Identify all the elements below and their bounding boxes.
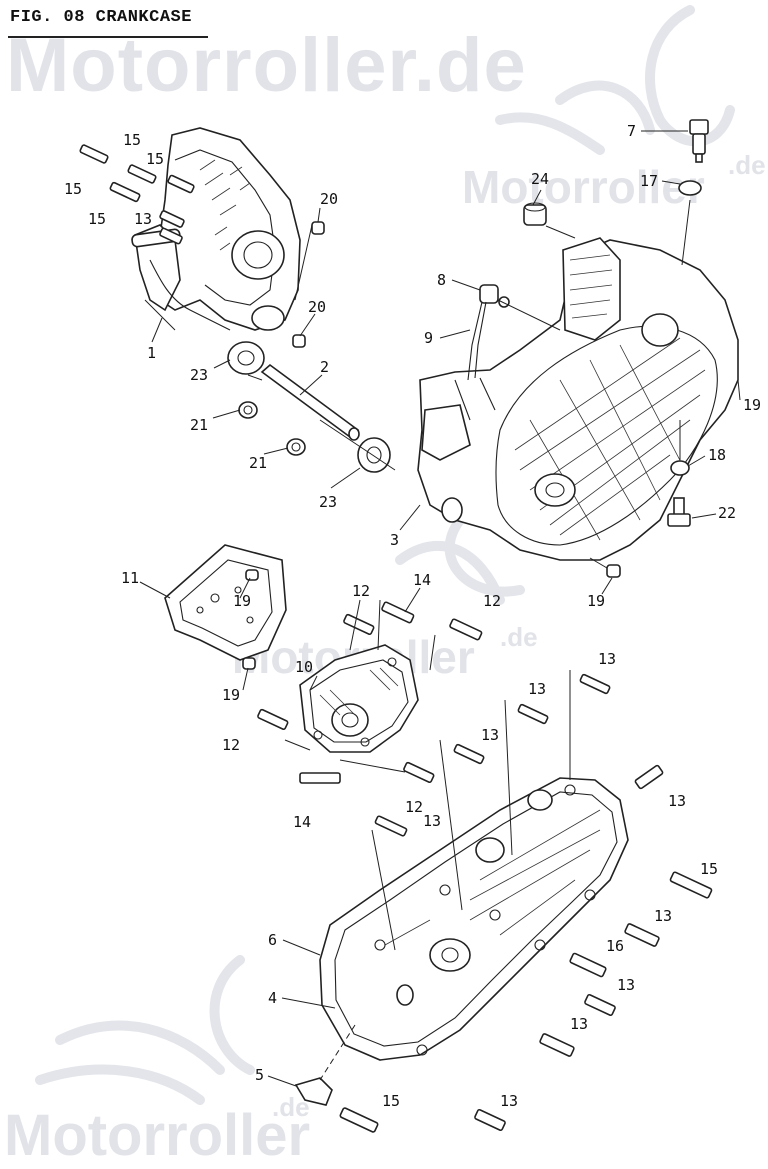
left-crankcase-half bbox=[131, 127, 301, 331]
callout-label-23-1: 23 bbox=[190, 366, 208, 384]
callout-label-13-5: 13 bbox=[423, 812, 441, 830]
bearing-23-upper bbox=[227, 341, 265, 375]
callout-label-16-1: 16 bbox=[606, 937, 624, 955]
o-ring-17 bbox=[678, 180, 702, 196]
callout-label-7-1: 7 bbox=[627, 122, 636, 140]
sleeve-24 bbox=[523, 202, 547, 226]
callout-label-17-1: 17 bbox=[640, 172, 658, 190]
callout-label-14-2: 14 bbox=[293, 813, 311, 831]
callout-label-20-1: 20 bbox=[320, 190, 338, 208]
gasket-11 bbox=[164, 544, 287, 670]
clip-5 bbox=[294, 1077, 333, 1106]
washer-21-upper bbox=[238, 401, 258, 419]
bolt-group-upper-left bbox=[79, 144, 195, 245]
cover-10 bbox=[299, 644, 419, 753]
callout-label-12-2: 12 bbox=[483, 592, 501, 610]
watermark-de-center: .de bbox=[500, 622, 538, 652]
callout-label-12-1: 12 bbox=[352, 582, 370, 600]
hose-9 bbox=[467, 301, 483, 381]
callout-label-13-8: 13 bbox=[617, 976, 635, 994]
callout-label-21-2: 21 bbox=[249, 454, 267, 472]
callout-label-12-3: 12 bbox=[222, 736, 240, 754]
callout-label-15-3: 15 bbox=[64, 180, 82, 198]
callout-label-13-6: 13 bbox=[668, 792, 686, 810]
bolt-group-cover bbox=[257, 601, 483, 784]
callout-label-3-1: 3 bbox=[390, 531, 399, 549]
outer-cover-6 bbox=[319, 777, 629, 1061]
bearing-23-lower bbox=[357, 437, 391, 473]
callout-label-5-1: 5 bbox=[255, 1066, 264, 1084]
leader-lines bbox=[144, 199, 691, 1081]
callout-label-15-4: 15 bbox=[88, 210, 106, 228]
dowel-pin-20-lower bbox=[292, 334, 306, 348]
bolt-group-outer-cover bbox=[339, 673, 713, 1133]
callout-label-12-4: 12 bbox=[405, 798, 423, 816]
callout-label-13-3: 13 bbox=[528, 680, 546, 698]
callout-label-23-2: 23 bbox=[319, 493, 337, 511]
nut-18 bbox=[670, 460, 690, 476]
callout-label-13-7: 13 bbox=[654, 907, 672, 925]
callout-label-15-5: 15 bbox=[700, 860, 718, 878]
callout-label-8-1: 8 bbox=[437, 271, 446, 289]
figure-title: FIG. 08 CRANKCASE bbox=[10, 8, 192, 27]
callout-label-1-1: 1 bbox=[147, 344, 156, 362]
callout-label-13-10: 13 bbox=[500, 1092, 518, 1110]
callout-label-13-4: 13 bbox=[481, 726, 499, 744]
callout-label-20-2: 20 bbox=[308, 298, 326, 316]
watermark-brand-mid: Motorroller bbox=[462, 161, 705, 213]
callout-label-15-6: 15 bbox=[382, 1092, 400, 1110]
washer-21-lower bbox=[286, 438, 306, 456]
callout-label-10-1: 10 bbox=[295, 658, 313, 676]
callout-label-6-1: 6 bbox=[268, 931, 277, 949]
callout-label-2-1: 2 bbox=[320, 358, 329, 376]
spark-plug-7 bbox=[689, 119, 709, 163]
callout-label-14-1: 14 bbox=[413, 571, 431, 589]
callout-label-24-1: 24 bbox=[531, 170, 549, 188]
bolt-22 bbox=[667, 497, 691, 527]
callout-label-13-9: 13 bbox=[570, 1015, 588, 1033]
callout-label-21-1: 21 bbox=[190, 416, 208, 434]
callout-label-22-1: 22 bbox=[718, 504, 736, 522]
watermark-brand-bottom: Motorroller bbox=[4, 1103, 311, 1168]
scooter-watermark-icon bbox=[35, 5, 735, 1105]
callout-label-19-2: 19 bbox=[587, 592, 605, 610]
title-underline bbox=[8, 36, 208, 38]
shaft-2 bbox=[260, 363, 360, 441]
callout-label-9-1: 9 bbox=[424, 329, 433, 347]
callout-label-19-4: 19 bbox=[222, 686, 240, 704]
dowel-pin-20-upper bbox=[311, 221, 325, 235]
callout-label-11-1: 11 bbox=[121, 569, 139, 587]
callout-lines bbox=[139, 130, 741, 1087]
callout-label-19-1: 19 bbox=[743, 396, 761, 414]
callout-label-13-1: 13 bbox=[134, 210, 152, 228]
callout-label-15-2: 15 bbox=[146, 150, 164, 168]
callout-labels: 1234567891011121212121313131313131313131… bbox=[64, 122, 761, 1110]
callout-label-18-1: 18 bbox=[708, 446, 726, 464]
callout-label-13-2: 13 bbox=[598, 650, 616, 668]
callout-label-4-1: 4 bbox=[268, 989, 277, 1007]
callout-label-19-3: 19 bbox=[233, 592, 251, 610]
watermark-de: .de bbox=[728, 150, 766, 180]
dowel-pin-19-right bbox=[606, 564, 621, 578]
callout-label-15-1: 15 bbox=[123, 131, 141, 149]
main-crankcase bbox=[417, 237, 739, 561]
